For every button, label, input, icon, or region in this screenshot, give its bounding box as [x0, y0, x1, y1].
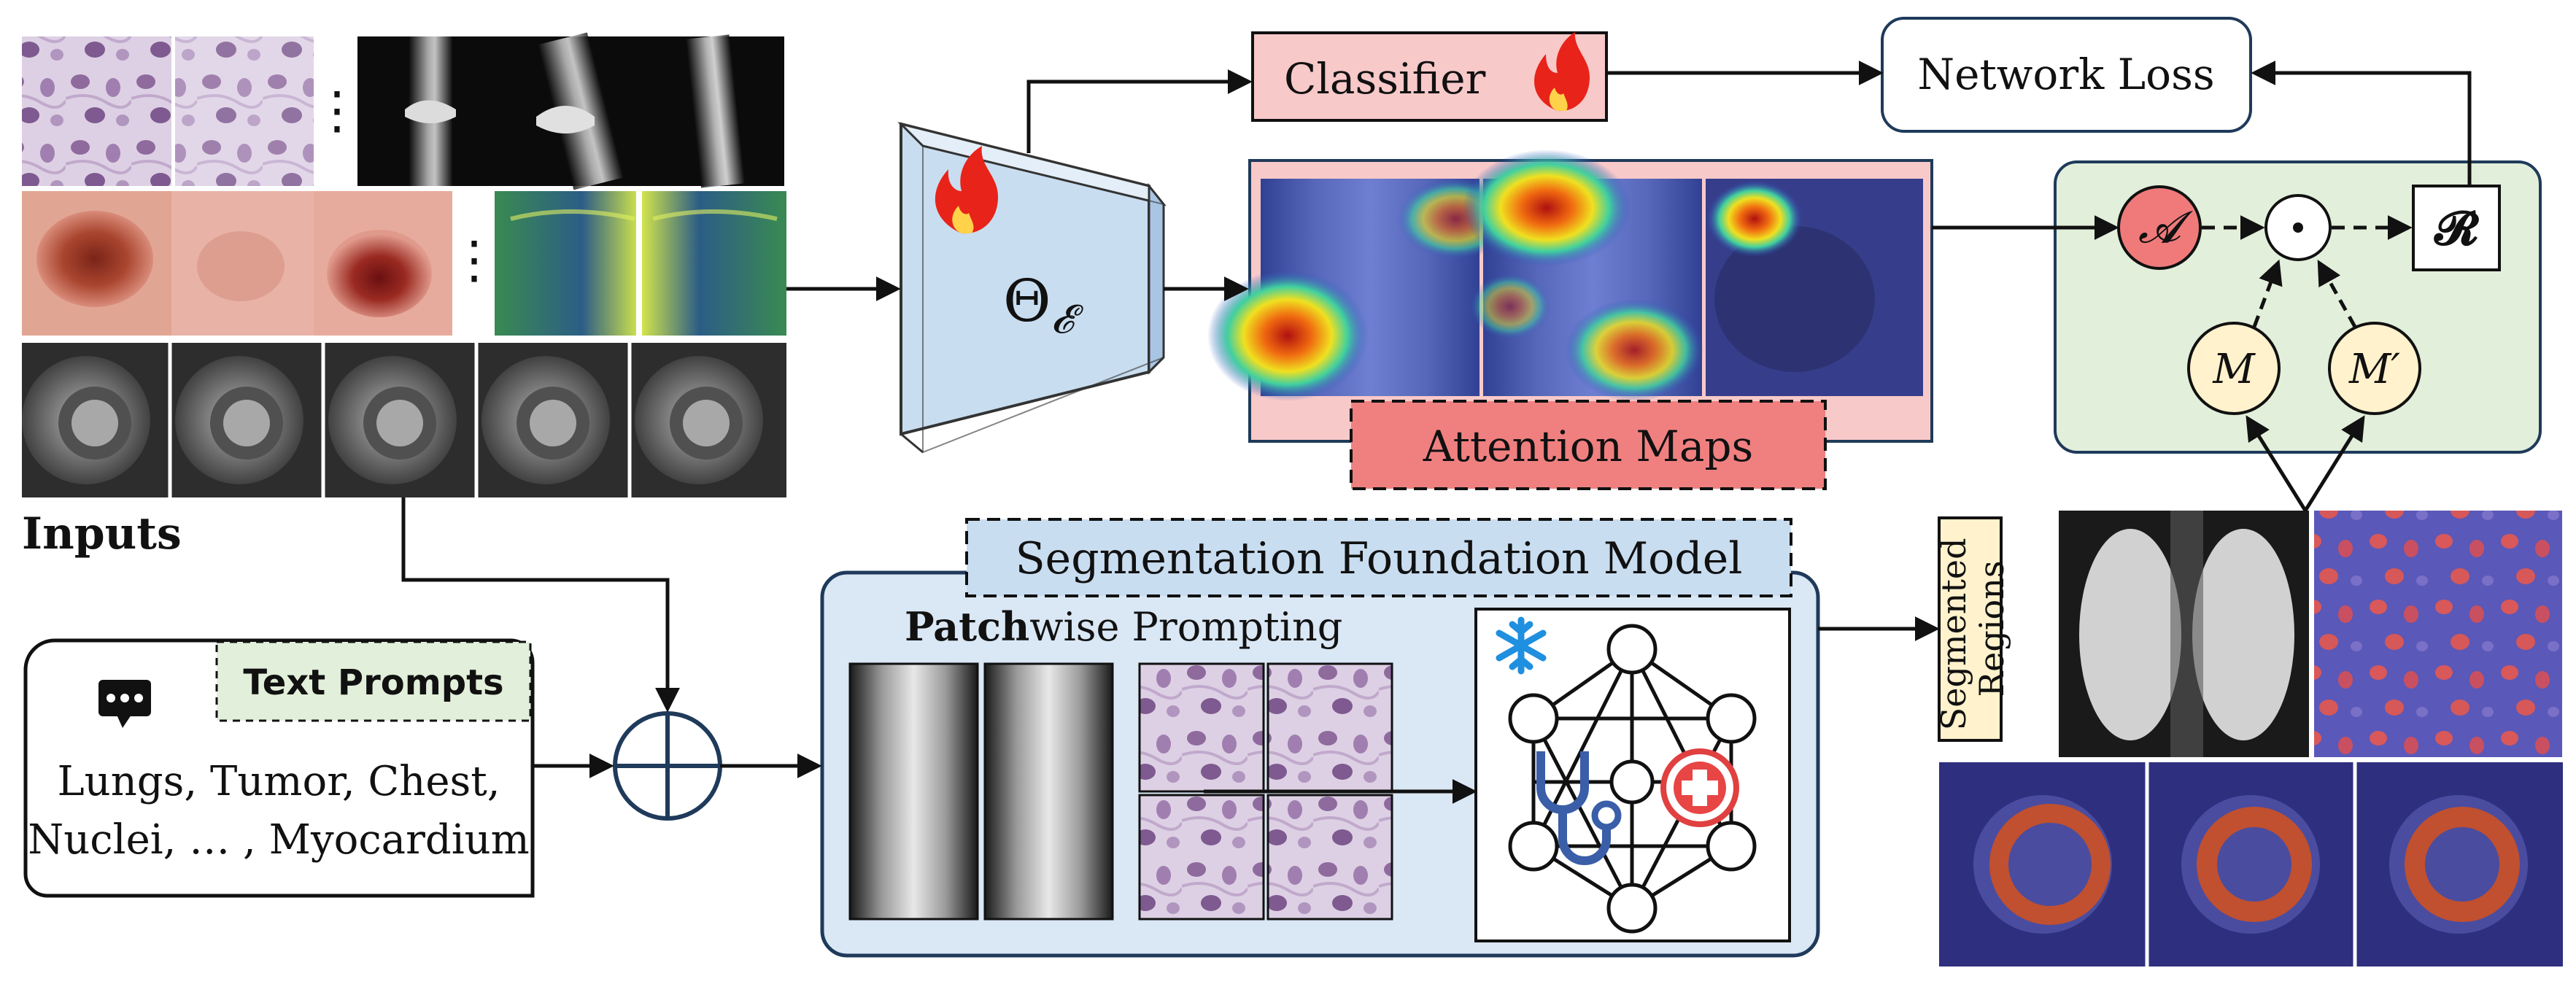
text-prompts-title: Text Prompts	[243, 662, 503, 703]
attention-map-3	[1706, 179, 1923, 396]
svg-text:M: M	[2212, 346, 2256, 393]
text-prompts-line1: Lungs, Tumor, Chest,	[57, 758, 500, 805]
classifier-label: Classifier	[1284, 54, 1486, 104]
input-images: ⋮ ⋮	[22, 32, 786, 497]
text-prompts-box: Text Prompts Lungs, Tumor, Chest, Nuclei…	[23, 638, 535, 898]
segmented-regions-label: Segmented Regions	[1934, 527, 2011, 730]
network-loss-label: Network Loss	[1917, 50, 2214, 99]
attention-maps-panel	[1207, 150, 1933, 443]
input-skin-lesion-images	[22, 191, 452, 336]
foundation-model-network	[1474, 608, 1791, 942]
attention-maps-label: Attention Maps	[1423, 422, 1754, 471]
segmented-histology	[2314, 511, 2562, 757]
segmented-cardiac-mri	[1939, 762, 2563, 966]
input-knee-xray-images	[357, 32, 784, 190]
image-encoder: Θ𝓔	[897, 122, 1167, 454]
patch-chest-xray	[848, 662, 1114, 921]
network-loss-box: Network Loss	[1881, 17, 2252, 133]
concat-operator-node	[613, 711, 722, 821]
mask-node-m-prime	[2328, 322, 2421, 415]
attention-maps-label-box: Attention Maps	[1350, 400, 1827, 490]
regularizer-node-r	[2412, 185, 2501, 271]
patchwise-prompting-label: Patchwise Prompting	[905, 603, 1342, 650]
mask-node-m	[2187, 322, 2281, 415]
medical-cross-icon	[1660, 748, 1739, 827]
input-chest-xray-colormap-images	[495, 191, 786, 336]
chat-bubble-icon	[98, 680, 151, 728]
svg-text:M′: M′	[2348, 346, 2400, 393]
patch-histology	[1138, 662, 1393, 921]
segmented-regions-label-box: Segmented Regions	[1934, 516, 2011, 742]
input-histology-image-2	[175, 36, 314, 186]
text-prompts-line2: Nuclei, … , Myocardium	[28, 816, 530, 864]
input-cardiac-mri-images	[22, 343, 786, 497]
input-histology-image-1	[22, 36, 171, 186]
attention-map-1	[1207, 179, 1514, 401]
connectors	[401, 61, 2472, 804]
svg-text:𝓡: 𝓡	[2434, 201, 2479, 256]
inputs-label: Inputs	[22, 508, 182, 559]
sfm-title: Segmentation Foundation Model	[1016, 533, 1743, 584]
sfm-title-box	[965, 518, 1792, 597]
snowflake-icon	[1496, 616, 1547, 675]
loss-module-panel: 𝓐 𝓡 M M′	[2054, 160, 2542, 454]
stethoscope-icon	[1536, 751, 1622, 865]
classifier-flame-icon	[1534, 32, 1590, 112]
segmentation-foundation-model-box: Segmentation Foundation Model Patchwise …	[820, 518, 1820, 958]
attention-map-2	[1463, 150, 1703, 401]
encoder-flame-icon	[935, 146, 998, 234]
segmented-region-images	[1939, 511, 2563, 966]
classifier-box: Classifier	[1251, 31, 1608, 122]
row2-ellipsis: ⋮	[449, 230, 500, 290]
row1-ellipsis: ⋮	[312, 80, 363, 140]
text-prompts-title-box	[215, 640, 532, 722]
